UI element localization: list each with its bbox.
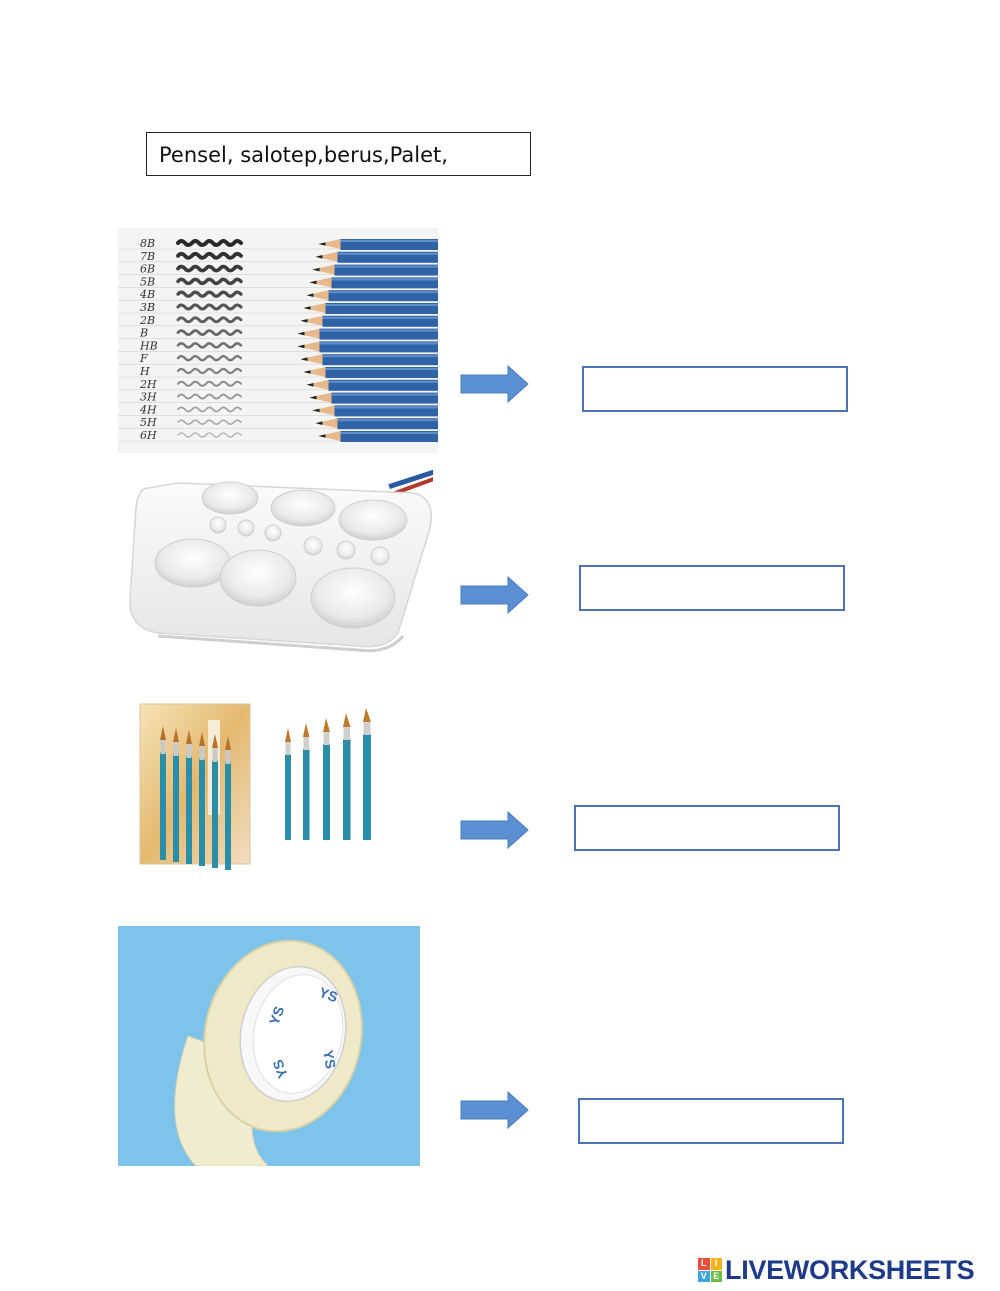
logo-letter: E xyxy=(710,1270,722,1282)
liveworksheets-logo: L I V E LIVEWORKSHEETS xyxy=(698,1255,975,1285)
tape-brand-text: YS xyxy=(269,1057,290,1080)
logo-letter: L xyxy=(698,1258,710,1270)
answer-input-pencil[interactable] xyxy=(582,366,848,412)
word-bank: Pensel, salotep,berus,Palet, xyxy=(146,132,531,176)
arrow-right-icon xyxy=(460,364,529,404)
pencil-grade-label: 4H xyxy=(139,403,157,416)
brand-logo-icon: L I V E xyxy=(698,1258,722,1282)
logo-letter: I xyxy=(710,1258,722,1270)
pencil-grade-label: 5B xyxy=(140,275,155,288)
pencil-grade-label: 2H xyxy=(139,378,157,391)
tape-brand-text: YS xyxy=(320,1049,339,1070)
pencil-grade-label: HB xyxy=(139,339,158,352)
pencil-grade-label: 3H xyxy=(140,391,157,404)
answer-input-palette[interactable] xyxy=(579,565,845,611)
palette-image xyxy=(118,468,433,663)
pencil-grade-label: 8B xyxy=(140,237,155,250)
pencil-grade-label: B xyxy=(139,327,148,340)
arrow-right-icon xyxy=(460,575,529,615)
pencil-grade-label: 2B xyxy=(139,314,155,327)
arrow-right-icon xyxy=(460,1090,529,1130)
pencil-grade-label: H xyxy=(139,365,150,378)
pencil-grade-label: 3B xyxy=(140,301,155,314)
tape-brand-text: YS xyxy=(266,1004,287,1027)
tape-brand-text: YS xyxy=(317,984,340,1005)
answer-input-tape[interactable] xyxy=(578,1098,844,1144)
pencil-grade-label: F xyxy=(139,352,148,365)
pencil-grade-label: 4B xyxy=(139,288,155,301)
logo-letter: V xyxy=(698,1270,710,1282)
pencil-grade-label: 6H xyxy=(140,429,157,442)
answer-input-brush[interactable] xyxy=(574,805,840,851)
arrow-right-icon xyxy=(460,810,529,850)
tape-image: YS YS YS YS xyxy=(118,926,420,1166)
brand-name: LIVEWORKSHEETS xyxy=(725,1255,975,1285)
pencil-grade-label: 7B xyxy=(140,250,155,263)
pencil-grade-label: 6B xyxy=(140,263,155,276)
pencil-grade-label: 5H xyxy=(140,416,157,429)
brushes-image xyxy=(138,700,383,878)
